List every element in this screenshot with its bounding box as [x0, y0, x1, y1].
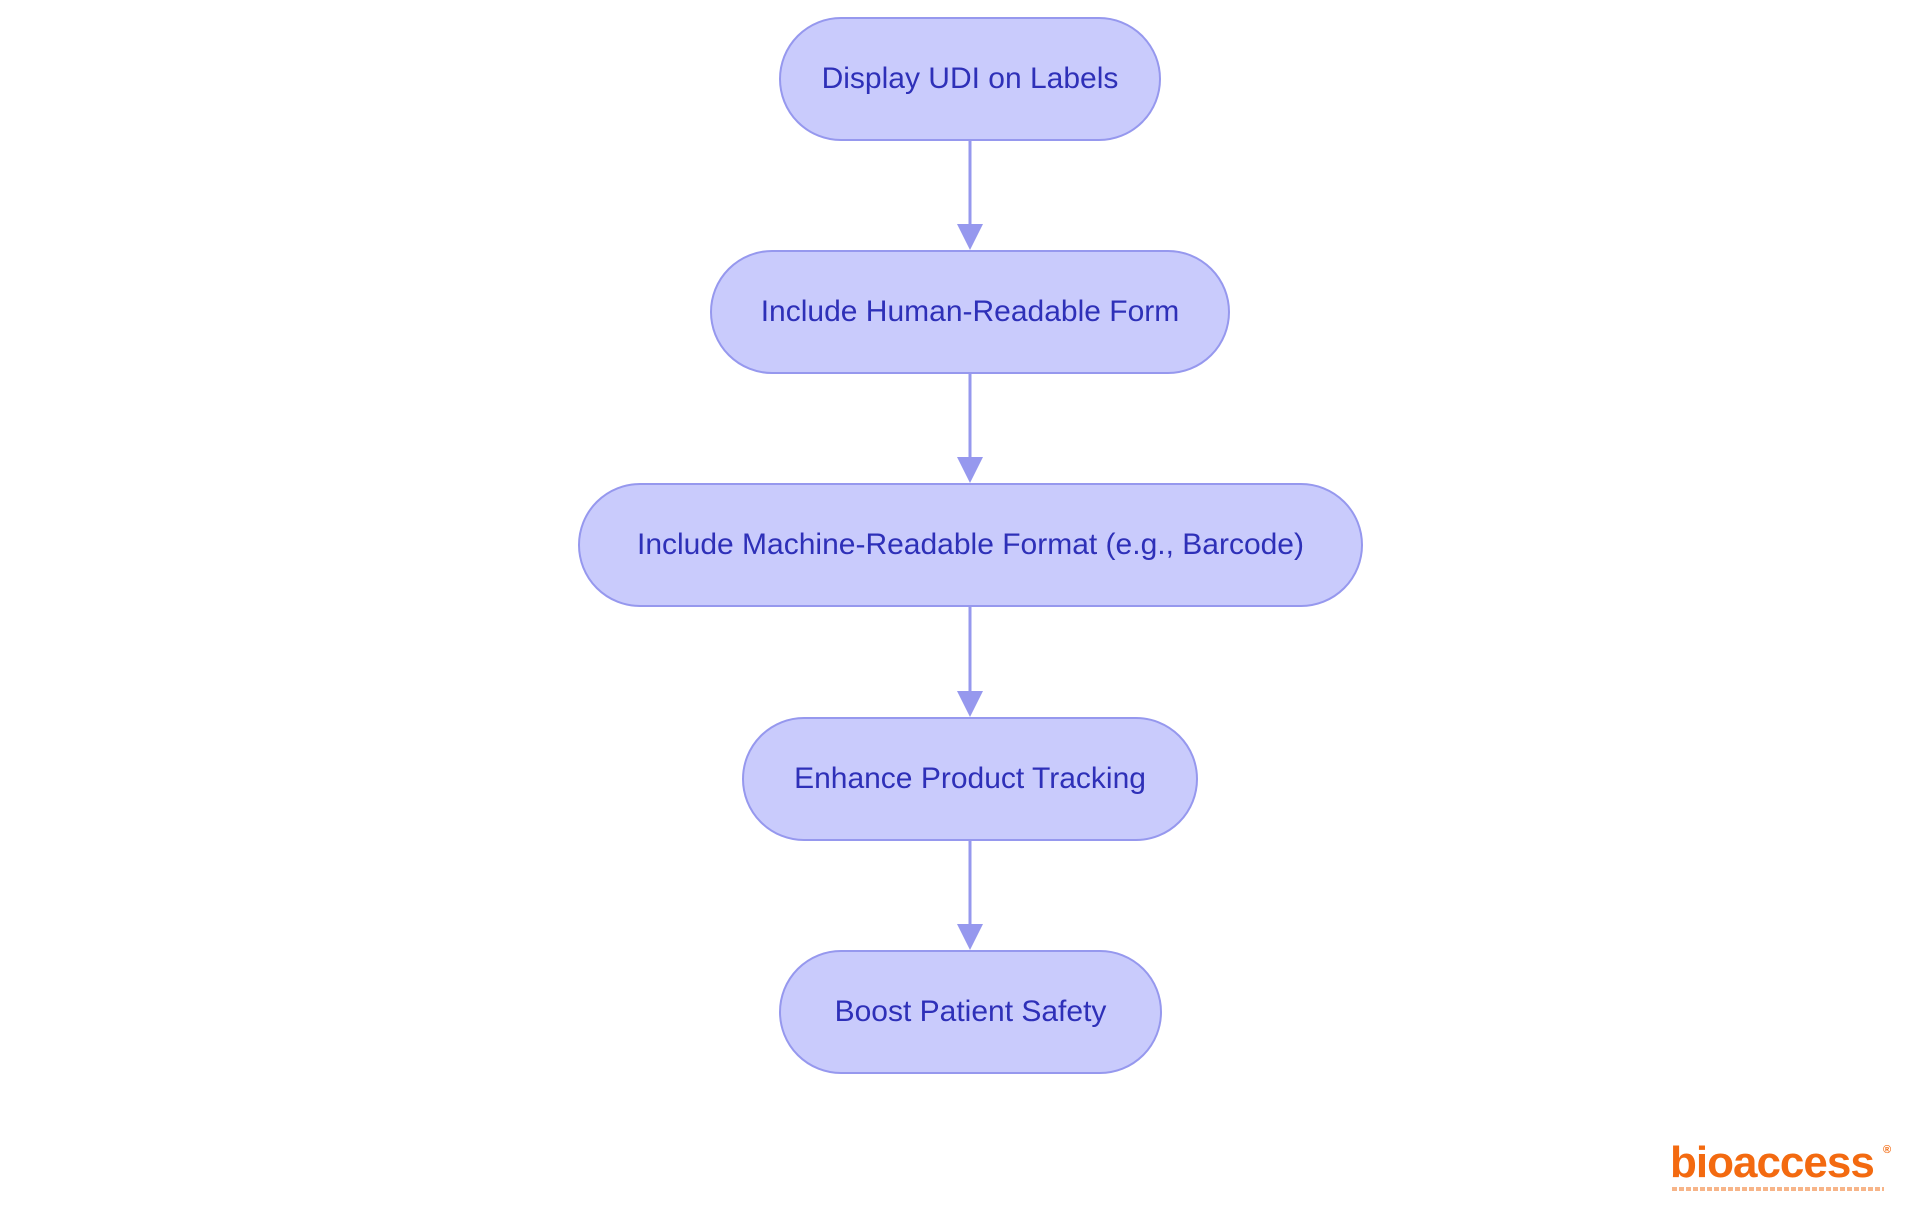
node-label: Include Human-Readable Form: [760, 295, 1180, 328]
node-label: Enhance Product Tracking: [794, 762, 1146, 795]
node-boost-patient-safety: Boost Patient Safety: [779, 950, 1162, 1074]
node-include-human-readable-form: Include Human-Readable Form: [710, 250, 1230, 374]
node-enhance-product-tracking: Enhance Product Tracking: [742, 717, 1198, 841]
edge-n2-n3-arrowhead: [957, 457, 983, 483]
node-label: Boost Patient Safety: [834, 995, 1107, 1028]
bioaccess-logo: bioaccess ®: [1670, 1138, 1892, 1200]
edge-n4-n5-arrowhead: [957, 924, 983, 950]
registered-mark-icon: ®: [1883, 1144, 1892, 1156]
edge-n3-n4: [957, 607, 983, 717]
node-label: Include Machine-Readable Format (e.g., B…: [636, 528, 1304, 561]
edge-n2-n3: [957, 374, 983, 483]
node-display-udi-on-labels: Display UDI on Labels: [779, 17, 1161, 141]
edge-n1-n2: [957, 141, 983, 250]
edge-n1-n2-arrowhead: [957, 224, 983, 250]
logo-wordmark: bioaccess: [1670, 1138, 1875, 1187]
node-label: Display UDI on Labels: [821, 62, 1119, 95]
logo-tagline-graphic: [1672, 1187, 1884, 1191]
edge-n3-n4-arrowhead: [957, 691, 983, 717]
edge-n4-n5: [957, 841, 983, 950]
node-include-machine-readable-format: Include Machine-Readable Format (e.g., B…: [578, 483, 1363, 607]
